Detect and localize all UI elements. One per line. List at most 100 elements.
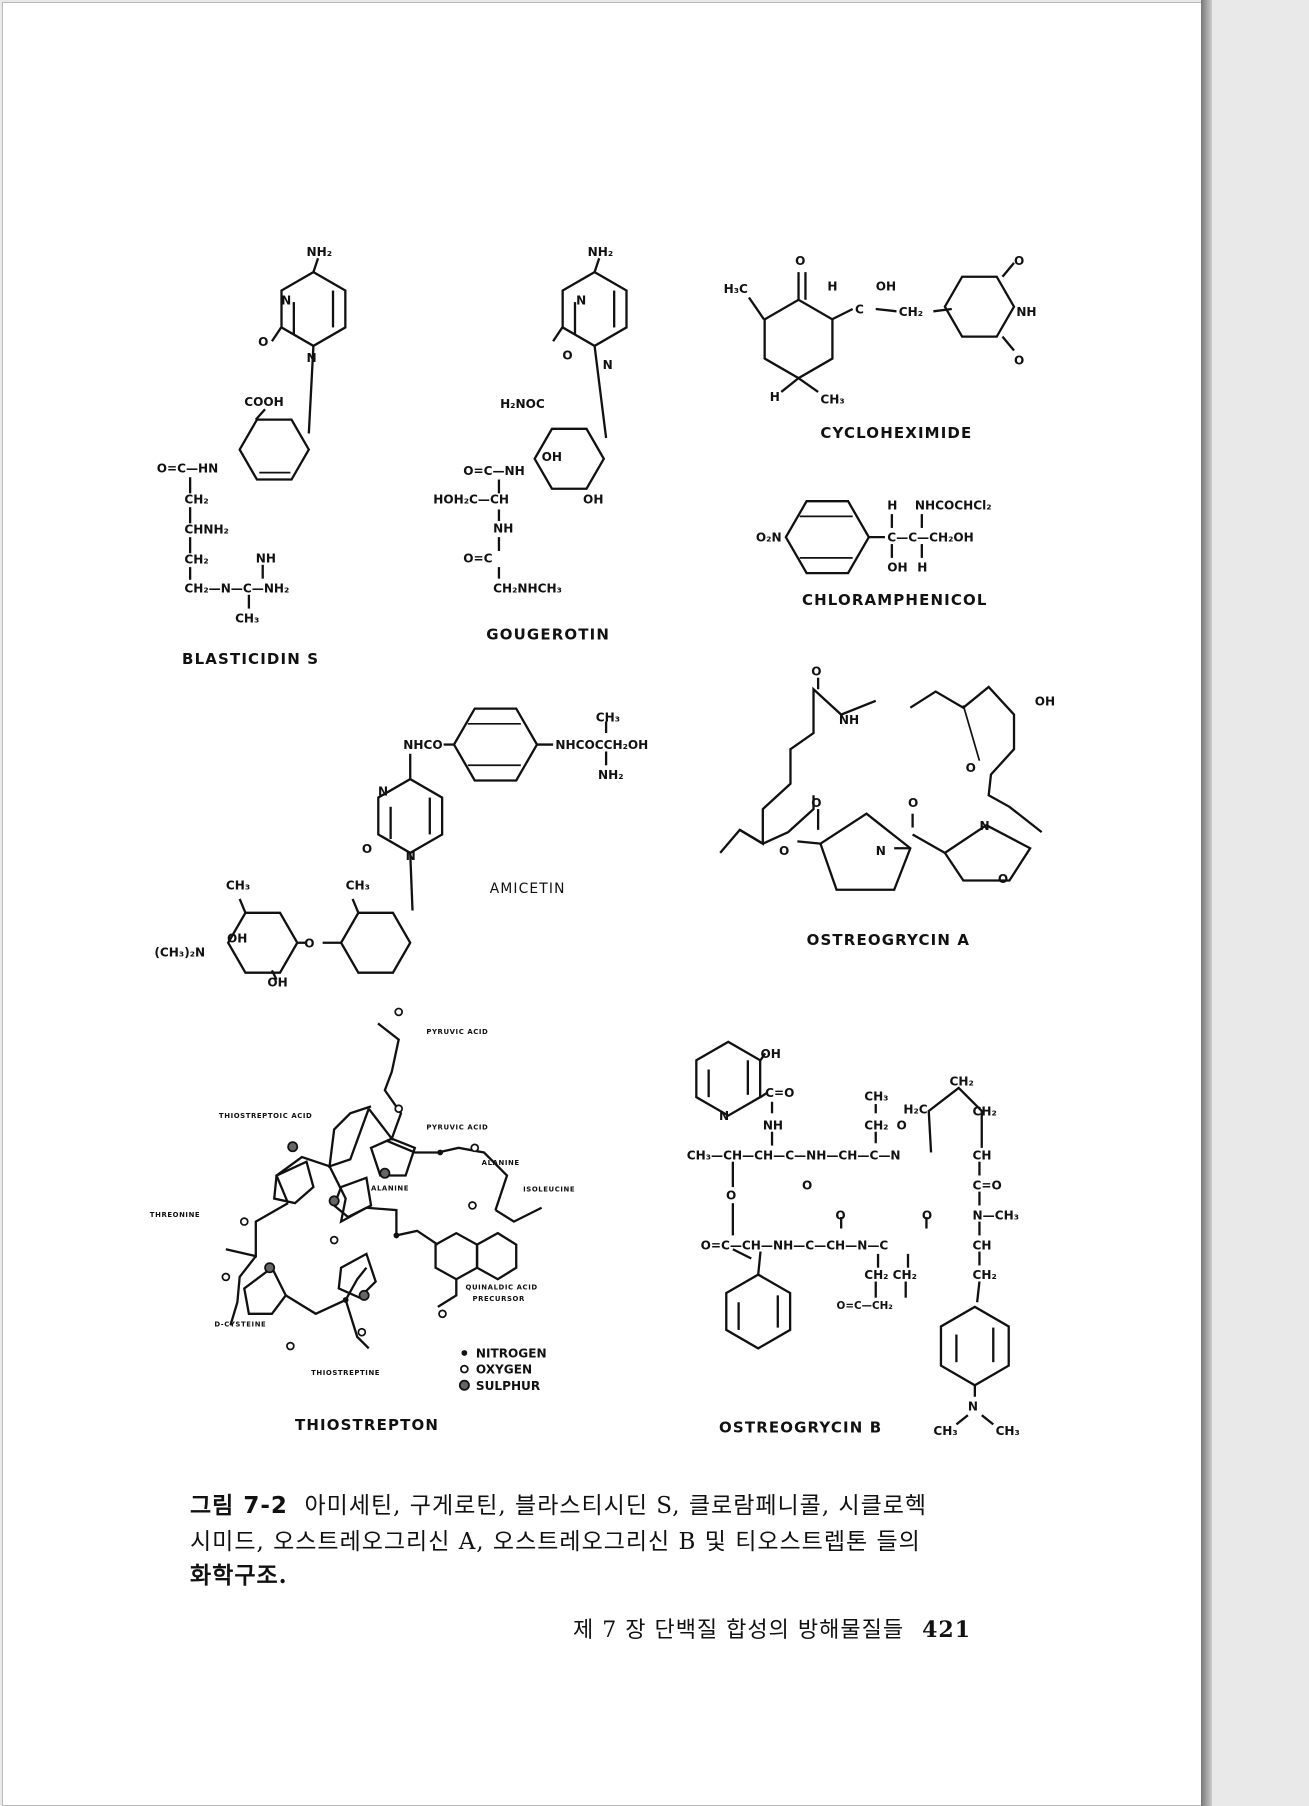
bond: [351, 898, 360, 914]
bond: [225, 1202, 289, 1258]
atom-label: NH: [256, 551, 276, 565]
atom-label: PRECURSOR: [472, 1295, 525, 1303]
bond: [797, 840, 821, 845]
bond: [357, 1327, 367, 1337]
atom-label: CH: [973, 1148, 992, 1162]
compound-name: GOUGEROTIN: [486, 626, 610, 644]
ring: [226, 911, 299, 974]
bond: [264, 1262, 276, 1274]
bond: [475, 1231, 518, 1281]
ring: [784, 500, 871, 575]
page-number: 421: [922, 1617, 972, 1643]
atom-label: N: [719, 1109, 729, 1123]
bond: [780, 377, 800, 393]
ring: [763, 298, 834, 380]
atom-label: C=O: [765, 1086, 794, 1100]
atom-label: O=C—CH—NH—C—CH—N—C: [701, 1238, 889, 1252]
atom-label: CH₃: [996, 1424, 1020, 1438]
atom-label: C—C—CH₂OH: [887, 531, 974, 545]
atom-label: O: [966, 761, 976, 775]
bond: [552, 326, 564, 342]
atom-label: HOH₂C—CH: [433, 493, 509, 507]
bond: [437, 1149, 444, 1156]
atom-label: THIOSTREPTINE: [311, 1369, 380, 1377]
atom-label: N: [281, 293, 291, 307]
bond: [1001, 262, 1015, 278]
ring: [533, 427, 606, 490]
atom-label: H₂NOC: [500, 397, 545, 411]
atom-label: THIOSTREPTOIC ACID: [219, 1112, 312, 1120]
compound-name: BLASTICIDIN S: [182, 650, 319, 668]
atom-label: OH: [267, 976, 287, 990]
figure-caption-line-2: 시미드, 오스트레오그리신 A, 오스트레오그리신 B 및 티오스트렙톤 들의: [190, 1529, 921, 1555]
atom-label: QUINALDIC ACID: [466, 1284, 538, 1292]
bond: [238, 898, 247, 914]
atom-label: CH₂: [864, 1118, 888, 1132]
atom-label: O: [835, 1208, 845, 1222]
ring: [695, 1040, 762, 1117]
atom-label: OH: [1035, 694, 1055, 708]
atom-label: O₂N: [756, 531, 782, 545]
bond: [366, 1206, 439, 1246]
structure-blasticidin-s: NH₂ N O N COOH O=C—HN CH₂ CHNH₂ CH₂ NH C…: [157, 245, 347, 668]
atom-label: O: [896, 1118, 906, 1132]
bond: [394, 1104, 404, 1114]
atom-label: N: [378, 784, 388, 798]
atom-label: NH: [839, 713, 859, 727]
atom-label: OH: [887, 561, 907, 575]
ring: [339, 911, 412, 974]
bond: [981, 1414, 994, 1426]
atom-label: O: [802, 1178, 812, 1192]
bond: [409, 852, 414, 911]
compound-name: AMICETIN: [490, 881, 566, 897]
atom-label: CH₃: [226, 879, 250, 893]
bond: [328, 1105, 372, 1168]
atom-label: OXYGEN: [476, 1363, 532, 1377]
atom-label: COOH: [244, 395, 284, 409]
bond: [962, 705, 981, 761]
atom-label: OH: [542, 450, 562, 464]
ring: [238, 418, 311, 481]
atom-label: CH₃: [235, 611, 259, 625]
ring: [939, 1305, 1010, 1387]
atom-label: OH: [761, 1047, 781, 1061]
bond: [875, 307, 897, 313]
bond: [593, 257, 601, 273]
atom-label: O: [811, 664, 821, 678]
atom-label: H₃C: [724, 282, 748, 296]
bond: [831, 307, 854, 321]
bond: [275, 1155, 330, 1204]
atom-label: CH₃—CH—CH—C—NH—CH—C—N: [687, 1148, 901, 1162]
atom-label: NH: [763, 1118, 783, 1132]
atom-label: OH: [583, 493, 603, 507]
bond: [332, 1176, 373, 1219]
compound-name: THIOSTREPTON: [295, 1416, 439, 1434]
bond: [254, 408, 266, 421]
bond: [243, 1265, 288, 1315]
atom-label: CH₂ CH₂: [864, 1268, 917, 1282]
atom-label: H: [917, 561, 927, 575]
atom-label: O: [304, 936, 314, 950]
atom-label: C=O: [973, 1178, 1002, 1192]
page-edge: [1201, 0, 1212, 1806]
figure-label: 그림 7-2: [190, 1493, 288, 1519]
bond: [394, 1007, 404, 1017]
compound-name: CHLORAMPHENICOL: [802, 591, 988, 609]
structure-thiostrepton: PYRUVIC ACID THIOSTREPTOIC ACID PYRUVIC …: [150, 1007, 575, 1434]
bond: [221, 1272, 231, 1282]
bond: [328, 1195, 340, 1207]
atom-label: O: [811, 796, 821, 810]
structure-amicetin: NHCO CH₃ NHCOCCH₂OH NH₂ N O N CH₃ CH₃ (C…: [154, 707, 648, 990]
atom-label: O=C—CH₂: [837, 1300, 893, 1312]
atom-label: THREONINE: [150, 1211, 200, 1219]
bond: [434, 1231, 479, 1281]
atom-label: NHCO: [403, 738, 442, 752]
atom-label: C: [855, 303, 864, 317]
atom-label: NH₂: [598, 768, 624, 782]
atom-label: OH: [227, 932, 247, 946]
atom-label: CH₂: [973, 1105, 997, 1119]
bond: [386, 1139, 509, 1211]
bond: [593, 345, 608, 439]
